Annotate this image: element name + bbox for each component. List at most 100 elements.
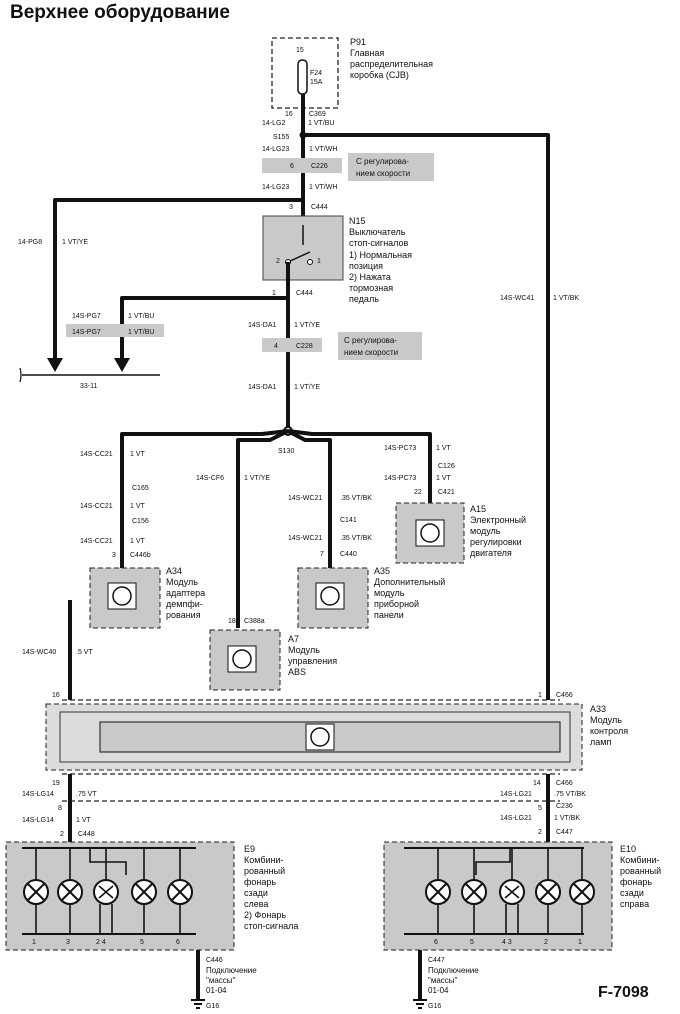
- pin-label: 3: [112, 552, 116, 559]
- arrow-down-icon: [114, 358, 130, 372]
- pin-label: 16: [285, 111, 293, 118]
- wire-pg7-b-color: 1 VT/BU: [128, 329, 154, 336]
- wire-lg23-a: 14-LG23: [262, 146, 289, 153]
- splice-s130-label: S130: [278, 448, 294, 455]
- bulb-icon: [535, 848, 561, 934]
- connector-c446-ground: C446: [206, 957, 223, 964]
- n15-name-1: Выключатель: [349, 227, 406, 237]
- ground-ref-e10: G16: [428, 1003, 441, 1010]
- connector-c156: C156: [132, 518, 149, 525]
- switch-lever-icon: [287, 251, 311, 263]
- wire-pc73-a-color: 1 VT: [436, 445, 452, 452]
- pin-label: 6: [176, 939, 180, 946]
- ground-icon: [413, 999, 427, 1009]
- p91-name-3: коробка (CJB): [350, 70, 409, 80]
- a7-name-2: управления: [288, 656, 337, 666]
- p91-name-1: Главная: [350, 48, 384, 58]
- e10-ref: E10: [620, 844, 636, 854]
- pin-label: 18: [228, 618, 236, 625]
- pin-label: 2: [60, 831, 64, 838]
- a7-name-3: ABS: [288, 667, 306, 677]
- connector-c466-top: C466: [556, 692, 573, 699]
- connector-c447-ground: C447: [428, 957, 445, 964]
- cruise-note-2: нием скорости: [356, 169, 410, 178]
- connector-c421: C421: [438, 489, 455, 496]
- dual-bulb-icon: [93, 848, 119, 934]
- wire-lg14-a: 14S-LG14: [22, 791, 54, 798]
- wire-wc21-a: 14S-WC21: [288, 495, 322, 502]
- wire-lg14-b-color: 1 VT: [76, 817, 92, 824]
- module-icon: [310, 727, 330, 747]
- wire-lg2-color: 1 VT/BU: [308, 120, 334, 127]
- fuse-id: F24: [310, 70, 322, 77]
- a35-name-4: панели: [374, 610, 404, 620]
- connector-c446b: C446b: [130, 552, 151, 559]
- pin-label: 7: [320, 551, 324, 558]
- wire-lg21-a-color: .75 VT/BK: [554, 791, 586, 798]
- figure-id: F-7098: [598, 984, 649, 1001]
- module-icon: [232, 649, 252, 669]
- e10-ground-2: "массы": [428, 976, 458, 985]
- a34-ref: A34: [166, 566, 182, 576]
- connector-c444-top: C444: [311, 204, 328, 211]
- a34-name-3: демпфи-: [166, 599, 203, 609]
- wire-lg23-b: 14-LG23: [262, 184, 289, 191]
- bulb-icon: [131, 848, 157, 934]
- wire-pc73-a: 14S-PC73: [384, 445, 416, 452]
- bus-ref: 33-11: [80, 383, 97, 390]
- a33-name-2: контроля: [590, 726, 628, 736]
- pin-label: 1: [32, 939, 36, 946]
- a7-ref: A7: [288, 634, 299, 644]
- a15-name-2: модуль: [470, 526, 501, 536]
- wire-lg23-a-color: 1 VT/WH: [309, 146, 337, 153]
- wire-wc40-color: .5 VT: [76, 649, 93, 656]
- pin-label: 2: [538, 829, 542, 836]
- cruise-note-1: С регулирова-: [356, 157, 409, 166]
- e9-note-1: 2) Фонарь: [244, 910, 286, 920]
- bulb-icon: [167, 848, 193, 934]
- pin-label: 2: [276, 258, 280, 265]
- pin-label: 22: [414, 489, 422, 496]
- e10-name-2: рованный: [620, 866, 661, 876]
- connector-c126: C126: [438, 463, 455, 470]
- wire-cc21-c-color: 1 VT: [130, 538, 146, 545]
- e10-bulbs: [425, 848, 595, 934]
- bulb-icon: [23, 848, 49, 934]
- a35-name-1: Дополнительный: [374, 577, 445, 587]
- pin-label: 1: [538, 692, 542, 699]
- page-title: Верхнее оборудование: [10, 2, 230, 23]
- e9-name-2: рованный: [244, 866, 285, 876]
- n15-ref: N15: [349, 216, 366, 226]
- fuse-rating: 15A: [310, 79, 323, 86]
- p91-ref: P91: [350, 37, 366, 47]
- module-icon: [320, 586, 340, 606]
- cruise-wire-shade: [66, 324, 164, 337]
- pin-label: 1: [578, 939, 582, 946]
- a15-ref: A15: [470, 504, 486, 514]
- n15-state-3: 2) Нажата: [349, 272, 391, 282]
- cruise-note-box: [338, 332, 422, 360]
- pin-label: 5: [140, 939, 144, 946]
- ground-ref-e9: G16: [206, 1003, 219, 1010]
- wire-wc41: [303, 133, 550, 700]
- connector-c448: C448: [78, 831, 95, 838]
- wire-cf6-color: 1 VT/YE: [244, 475, 270, 482]
- connector-c440: C440: [340, 551, 357, 558]
- ground-icon: [191, 999, 205, 1009]
- wire-da1-a: 14S-DA1: [248, 322, 277, 329]
- wire-wc41-color: 1 VT/BK: [553, 295, 579, 302]
- pin-label: 19: [52, 780, 60, 787]
- pin-label: 6: [290, 163, 294, 170]
- e9-ground-1: Подключение: [206, 966, 257, 975]
- e10-stop-feed: [475, 848, 511, 875]
- e9-name-3: фонарь: [244, 877, 276, 887]
- module-icon: [420, 523, 440, 543]
- a15-name-4: двигателя: [470, 548, 512, 558]
- bulb-icon: [57, 848, 83, 934]
- n15-state-5: педаль: [349, 294, 379, 304]
- wire-pc73-b: 14S-PC73: [384, 475, 416, 482]
- p91-pin: 15: [296, 47, 304, 54]
- wire-lg2: 14-LG2: [262, 120, 285, 127]
- a35-ref: A35: [374, 566, 390, 576]
- e9-stop-feed: [89, 848, 127, 875]
